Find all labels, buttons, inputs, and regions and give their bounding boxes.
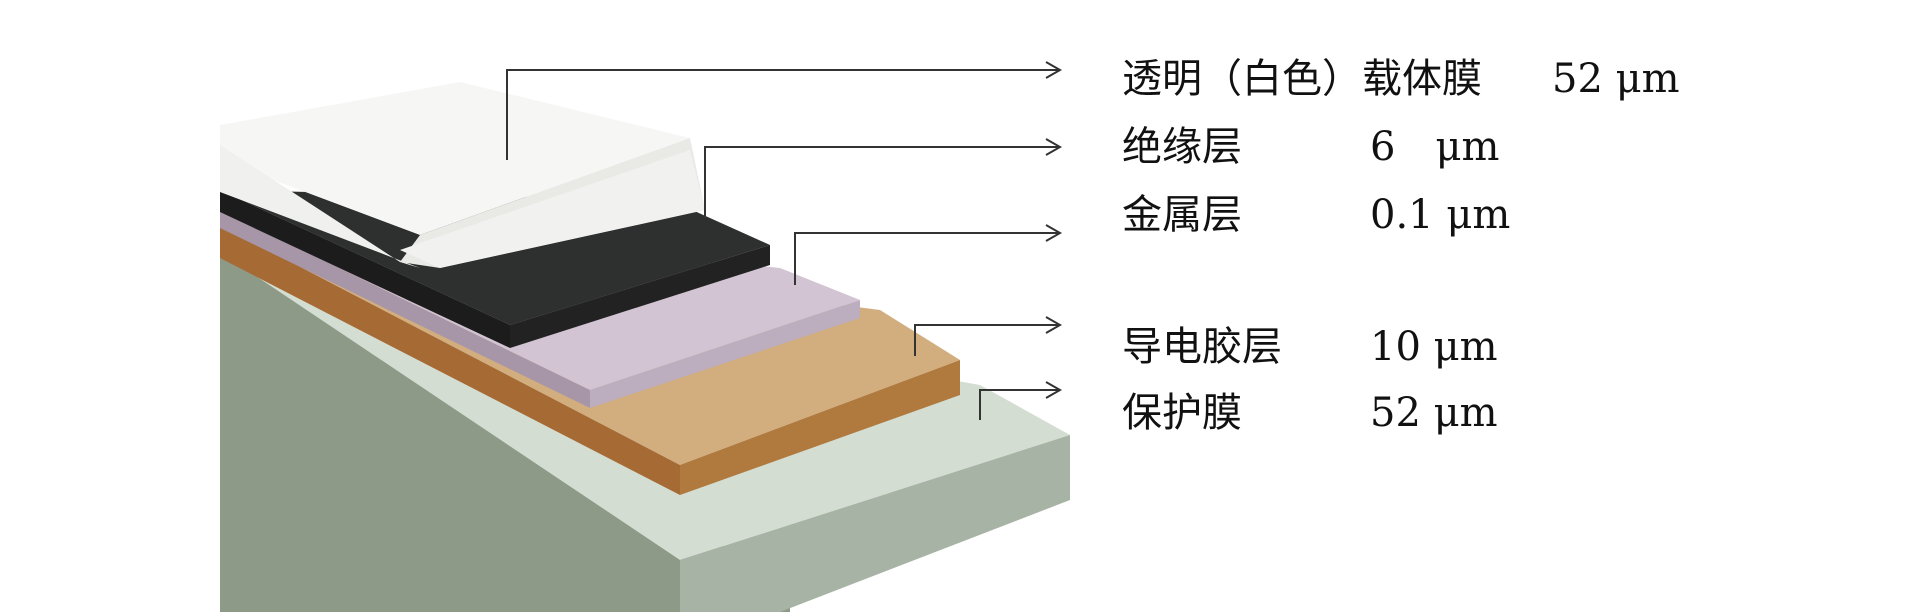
label-metal-thickness: 0.1 μm xyxy=(1370,192,1510,238)
leader-lines xyxy=(506,61,1063,420)
label-conductive-adhesive-thickness: 10 μm xyxy=(1370,324,1498,370)
leader-carrier-film xyxy=(506,69,1060,160)
arrow-conductive-adhesive xyxy=(1045,316,1063,334)
conductive-adhesive-side xyxy=(680,360,960,495)
carrier-film-highlight xyxy=(400,150,705,268)
conductive-adhesive-front xyxy=(220,225,680,495)
label-conductive-adhesive-name: 导电胶层 xyxy=(1122,324,1282,370)
insulation-front xyxy=(220,190,510,348)
label-protective-film-name: 保护膜 xyxy=(1122,390,1242,436)
label-protective-film-thickness: 52 μm xyxy=(1370,390,1498,436)
leader-protective-film xyxy=(979,389,1060,420)
label-metal-name: 金属层 xyxy=(1122,192,1242,238)
label-carrier-film-name: 透明（白色）载体膜 xyxy=(1122,56,1482,102)
arrow-metal xyxy=(1045,224,1063,242)
layer-labels: 透明（白色）载体膜 52 μm 绝缘层 6 μm 金属层 0.1 μm 导电胶层… xyxy=(1122,56,1680,436)
arrow-protective-film xyxy=(1045,381,1063,399)
insulation-side xyxy=(510,245,770,348)
layer-carrier-film xyxy=(220,82,705,268)
leader-conductive-adhesive xyxy=(914,324,1060,356)
protective-film-side xyxy=(680,435,1070,612)
leader-insulation xyxy=(704,146,1060,218)
label-insulation-name: 绝缘层 xyxy=(1122,124,1242,170)
leader-metal xyxy=(794,232,1060,285)
arrow-insulation xyxy=(1045,138,1063,156)
label-insulation-thickness: 6 μm xyxy=(1370,124,1499,170)
carrier-film-bevel-left xyxy=(220,145,420,268)
arrow-carrier-film xyxy=(1045,61,1063,79)
metal-side xyxy=(590,300,860,408)
carrier-film-top xyxy=(220,82,690,235)
label-carrier-film-thickness: 52 μm xyxy=(1552,56,1680,102)
metal-front xyxy=(220,210,590,408)
